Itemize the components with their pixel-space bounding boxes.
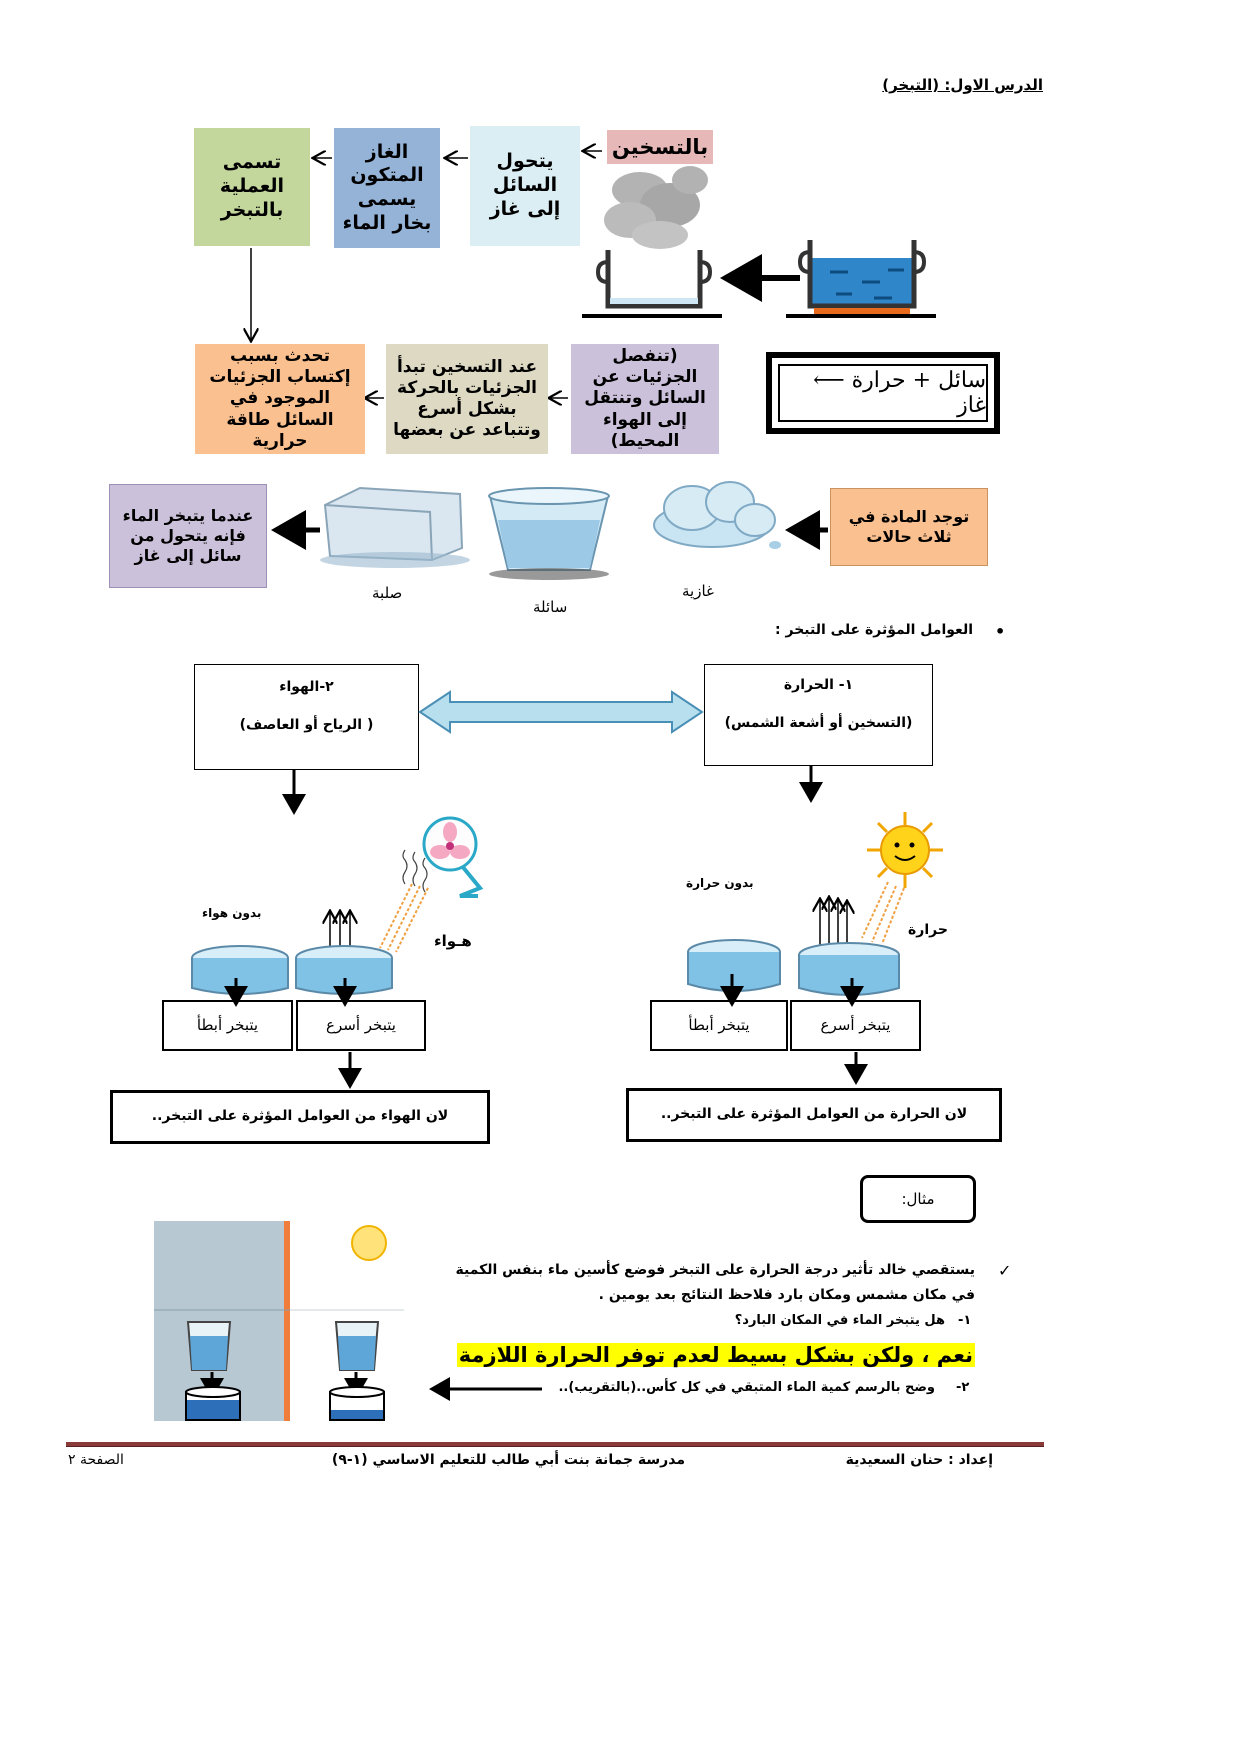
small-sun-icon — [351, 1225, 387, 1261]
factors-heading: العوامل المؤثرة على التبخر : — [775, 622, 973, 638]
heat-dish-fast — [798, 942, 900, 996]
gas-cloud-icon — [653, 481, 781, 549]
factor-air-subtitle: ( الرياح أو العاصف) — [239, 717, 374, 733]
flow-box-thermal-energy: تحدث بسبب إكتساب الجزئيات الموجود في الس… — [195, 344, 365, 454]
factor-air-title: ٢-الهواء — [279, 679, 334, 695]
lesson-title: الدرس الاول: (التبخر) — [882, 76, 1043, 94]
air-conclusion-box: لان الهواء من العوامل المؤثرة على التبخر… — [110, 1090, 490, 1144]
ice-cube-icon — [320, 486, 470, 568]
air-dish-fast — [295, 945, 393, 995]
equation-box: سائل + حرارة ⟵ غاز — [766, 352, 1000, 434]
glass-sunny — [334, 1321, 380, 1371]
flow-box-molecules-separate: (تنفصل الجزئيات عن السائل وتنتقل إلى اله… — [571, 344, 719, 454]
factors-bullet: • — [995, 622, 1006, 641]
question-1: هل يتبخر الماء في المكان البارد؟ — [734, 1313, 945, 1328]
empty-pot — [582, 250, 722, 318]
boiling-pot — [786, 240, 936, 318]
factor-heat-subtitle: (التسخين أو أشعة الشمس) — [724, 715, 913, 731]
states-result-box: عندما يتبخر الماء فإنه يتحول من سائل إلى… — [109, 484, 267, 588]
air-faster-box: يتبخر أسرع — [296, 1000, 426, 1051]
answer-cup-cold — [185, 1386, 241, 1421]
flow-box-water-vapour: الغاز المتكون يسمى بخار الماء — [334, 128, 440, 248]
steam-cloud — [604, 166, 708, 249]
flow-box-molecules-move-faster: عند التسخين تبدأ الجزئيات بالحركة بشكل أ… — [386, 344, 548, 454]
example-text-line1: يستقصي خالد تأثير درجة الحرارة على التبخ… — [455, 1262, 975, 1278]
no-air-label: بدون هواء — [202, 906, 262, 920]
equation-text: سائل + حرارة ⟵ غاز — [778, 364, 988, 422]
air-dish-slow — [191, 945, 289, 995]
heat-slower-box: يتبخر أبطأ — [650, 1000, 788, 1051]
factor-heat-box: ١- الحرارة (التسخين أو أشعة الشمس) — [704, 664, 933, 766]
heat-faster-box: يتبخر أسرع — [790, 1000, 921, 1051]
fan-icon — [422, 816, 484, 898]
footer-line — [66, 1442, 1044, 1447]
factor-air-box: ٢-الهواء ( الرياح أو العاصف) — [194, 664, 419, 770]
answer-highlight: نعم ، ولكن بشكل بسيط لعدم توفر الحرارة ا… — [456, 1343, 975, 1367]
footer-page: الصفحة ٢ — [68, 1452, 124, 1468]
check-icon: ✓ — [998, 1261, 1012, 1280]
water-glass-icon — [488, 487, 610, 580]
example-text-line2: في مكان مشمس ومكان بارد فلاحظ النتائج بع… — [598, 1287, 975, 1303]
flow-box-evaporation: تسمى العملية بالتبخر — [194, 128, 310, 246]
example-label-box: مثال: — [860, 1175, 976, 1223]
answer-cup-sunny — [329, 1386, 385, 1421]
liquid-label: سائلة — [533, 598, 568, 616]
heat-label: حرارة — [908, 922, 948, 938]
question-1-number: ١- — [958, 1313, 972, 1328]
flow-box-liquid-to-gas: يتحول السائل إلى غاز — [470, 126, 580, 246]
factor-heat-title: ١- الحرارة — [783, 677, 854, 693]
sun-icon — [867, 812, 943, 888]
footer-school: مدرسة جمانة بنت أبي طالب للتعليم الاساسي… — [331, 1452, 685, 1468]
heat-dish-slow — [687, 939, 781, 992]
heating-label: بالتسخين — [607, 130, 713, 164]
gas-label: غازية — [682, 582, 714, 600]
glass-cold — [186, 1321, 232, 1371]
no-heat-label: بدون حرارة — [686, 876, 754, 890]
solid-label: صلبة — [372, 584, 403, 602]
air-slower-box: يتبخر أبطأ — [162, 1000, 293, 1051]
question-2-number: ٢- — [956, 1380, 970, 1395]
question-2: وضح بالرسم كمية الماء المتبقي في كل كأس.… — [558, 1380, 935, 1395]
footer-prepared: إعداد : حنان السعيدية — [845, 1452, 993, 1468]
states-intro-box: توجد المادة في ثلاث حالات — [830, 488, 988, 566]
heat-conclusion-box: لان الحرارة من العوامل المؤثرة على التبخ… — [626, 1088, 1002, 1142]
air-label: هـواء — [434, 932, 472, 950]
